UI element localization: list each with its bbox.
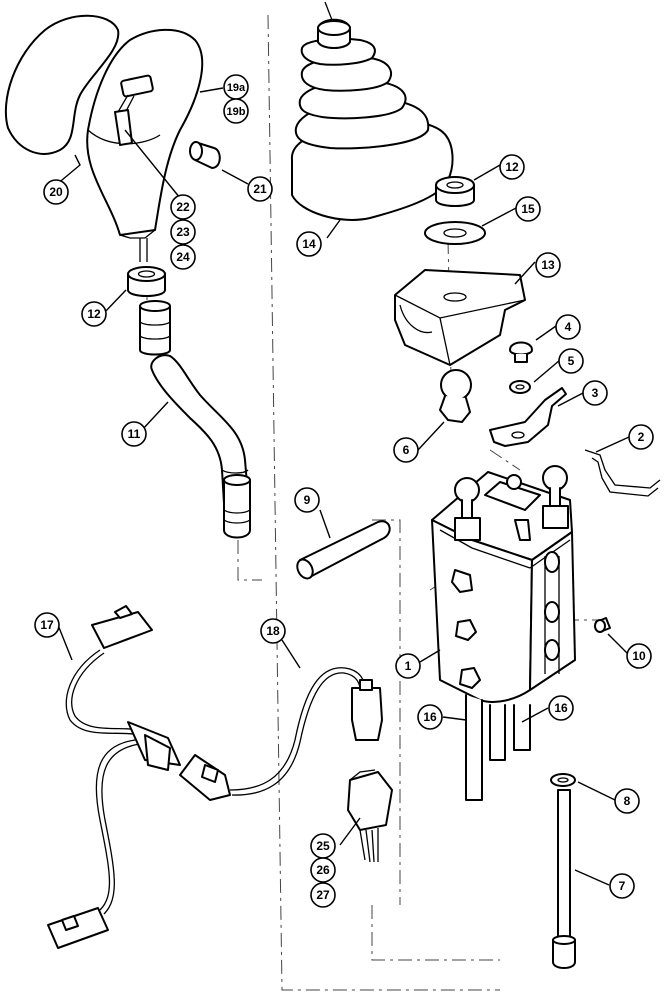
callout-7-label: 7 — [619, 879, 626, 893]
callout-1: 1 — [395, 653, 421, 679]
callout-17: 17 — [34, 612, 60, 638]
part-5-washer — [509, 380, 531, 394]
valve-plungers — [454, 465, 569, 541]
callout-27: 27 — [310, 882, 336, 908]
callout-14: 14 — [296, 231, 322, 257]
callout-20-label: 20 — [49, 185, 63, 199]
callout-12-left-label: 12 — [87, 307, 101, 321]
callout-23: 23 — [170, 219, 196, 245]
part-7-bolt — [552, 789, 576, 969]
part-14-boot — [290, 1, 454, 221]
callout-10-label: 10 — [632, 649, 646, 663]
part-18-harness — [179, 667, 383, 801]
callout-24: 24 — [170, 244, 196, 270]
part-25-connector — [347, 769, 393, 863]
callout-3: 3 — [582, 380, 608, 406]
part-1-valve-body — [431, 471, 576, 703]
callout-3-label: 3 — [592, 386, 599, 400]
leader-lines — [55, 87, 630, 886]
callout-26: 26 — [310, 857, 336, 883]
callout-19a-label: 19a — [227, 82, 246, 94]
callout-21: 21 — [247, 176, 273, 202]
callout-7: 7 — [609, 873, 635, 899]
part-10-setscrew — [594, 617, 611, 633]
part-12-nut-right — [435, 176, 475, 207]
callout-15-label: 15 — [521, 202, 535, 216]
callout-16-left: 16 — [417, 704, 443, 730]
callout-25-label: 25 — [316, 839, 330, 853]
callout-21-label: 21 — [253, 182, 267, 196]
callout-23-label: 23 — [176, 225, 190, 239]
callout-9: 9 — [294, 487, 320, 513]
callout-8: 8 — [614, 788, 640, 814]
callout-2: 2 — [628, 424, 654, 450]
part-15-washer — [424, 221, 486, 245]
callout-5: 5 — [558, 348, 584, 374]
part-12-nut-left — [127, 266, 166, 297]
callout-15: 15 — [515, 196, 541, 222]
part-8-washer — [550, 773, 576, 787]
callout-16-right: 16 — [548, 695, 574, 721]
callout-25: 25 — [310, 833, 336, 859]
callout-18-label: 18 — [266, 624, 280, 638]
callout-17-label: 17 — [40, 618, 54, 632]
callout-12-left: 12 — [81, 301, 107, 327]
part-6-ball-stud — [439, 369, 472, 423]
part-19-knob-body — [86, 28, 204, 239]
part-16-tubes — [465, 694, 531, 801]
part-2-spring-clip — [584, 449, 661, 497]
part-20-grip-cover — [4, 14, 120, 155]
callout-11-label: 11 — [128, 427, 141, 441]
callout-24-label: 24 — [176, 250, 190, 264]
callout-19a: 19a — [223, 74, 249, 100]
callout-5-label: 5 — [568, 354, 575, 368]
callout-12-right: 12 — [499, 154, 525, 180]
callout-6-label: 6 — [403, 443, 410, 457]
callout-16-left-label: 16 — [423, 710, 437, 724]
callout-26-label: 26 — [316, 863, 330, 877]
part-13-clamp-block — [394, 269, 526, 366]
callout-22-label: 22 — [176, 200, 190, 214]
callout-20: 20 — [43, 179, 69, 205]
callout-22: 22 — [170, 194, 196, 220]
part-11-lever — [150, 354, 251, 539]
callout-2-label: 2 — [638, 430, 645, 444]
callout-1-label: 1 — [405, 659, 412, 673]
callout-10: 10 — [626, 643, 652, 669]
callout-18: 18 — [260, 618, 286, 644]
callout-13: 13 — [535, 252, 561, 278]
part-4-screw — [509, 341, 533, 363]
callout-27-label: 27 — [316, 888, 330, 902]
callout-8-label: 8 — [624, 794, 631, 808]
callout-4-label: 4 — [565, 320, 572, 334]
callout-12-right-label: 12 — [505, 160, 519, 174]
part-9-pin — [296, 520, 391, 580]
callout-13-label: 13 — [541, 258, 555, 272]
callout-14-label: 14 — [302, 237, 316, 251]
part-3-bracket — [489, 387, 567, 447]
callout-19b-label: 19b — [227, 106, 246, 118]
part-21-plug — [189, 141, 221, 169]
callout-16-right-label: 16 — [554, 701, 568, 715]
part-sleeve — [139, 300, 171, 356]
callout-6: 6 — [393, 437, 419, 463]
callout-19b: 19b — [223, 98, 249, 124]
callout-4: 4 — [555, 314, 581, 340]
part-17-harness — [47, 605, 181, 949]
callout-11: 11 — [121, 421, 147, 447]
callout-9-label: 9 — [304, 493, 311, 507]
